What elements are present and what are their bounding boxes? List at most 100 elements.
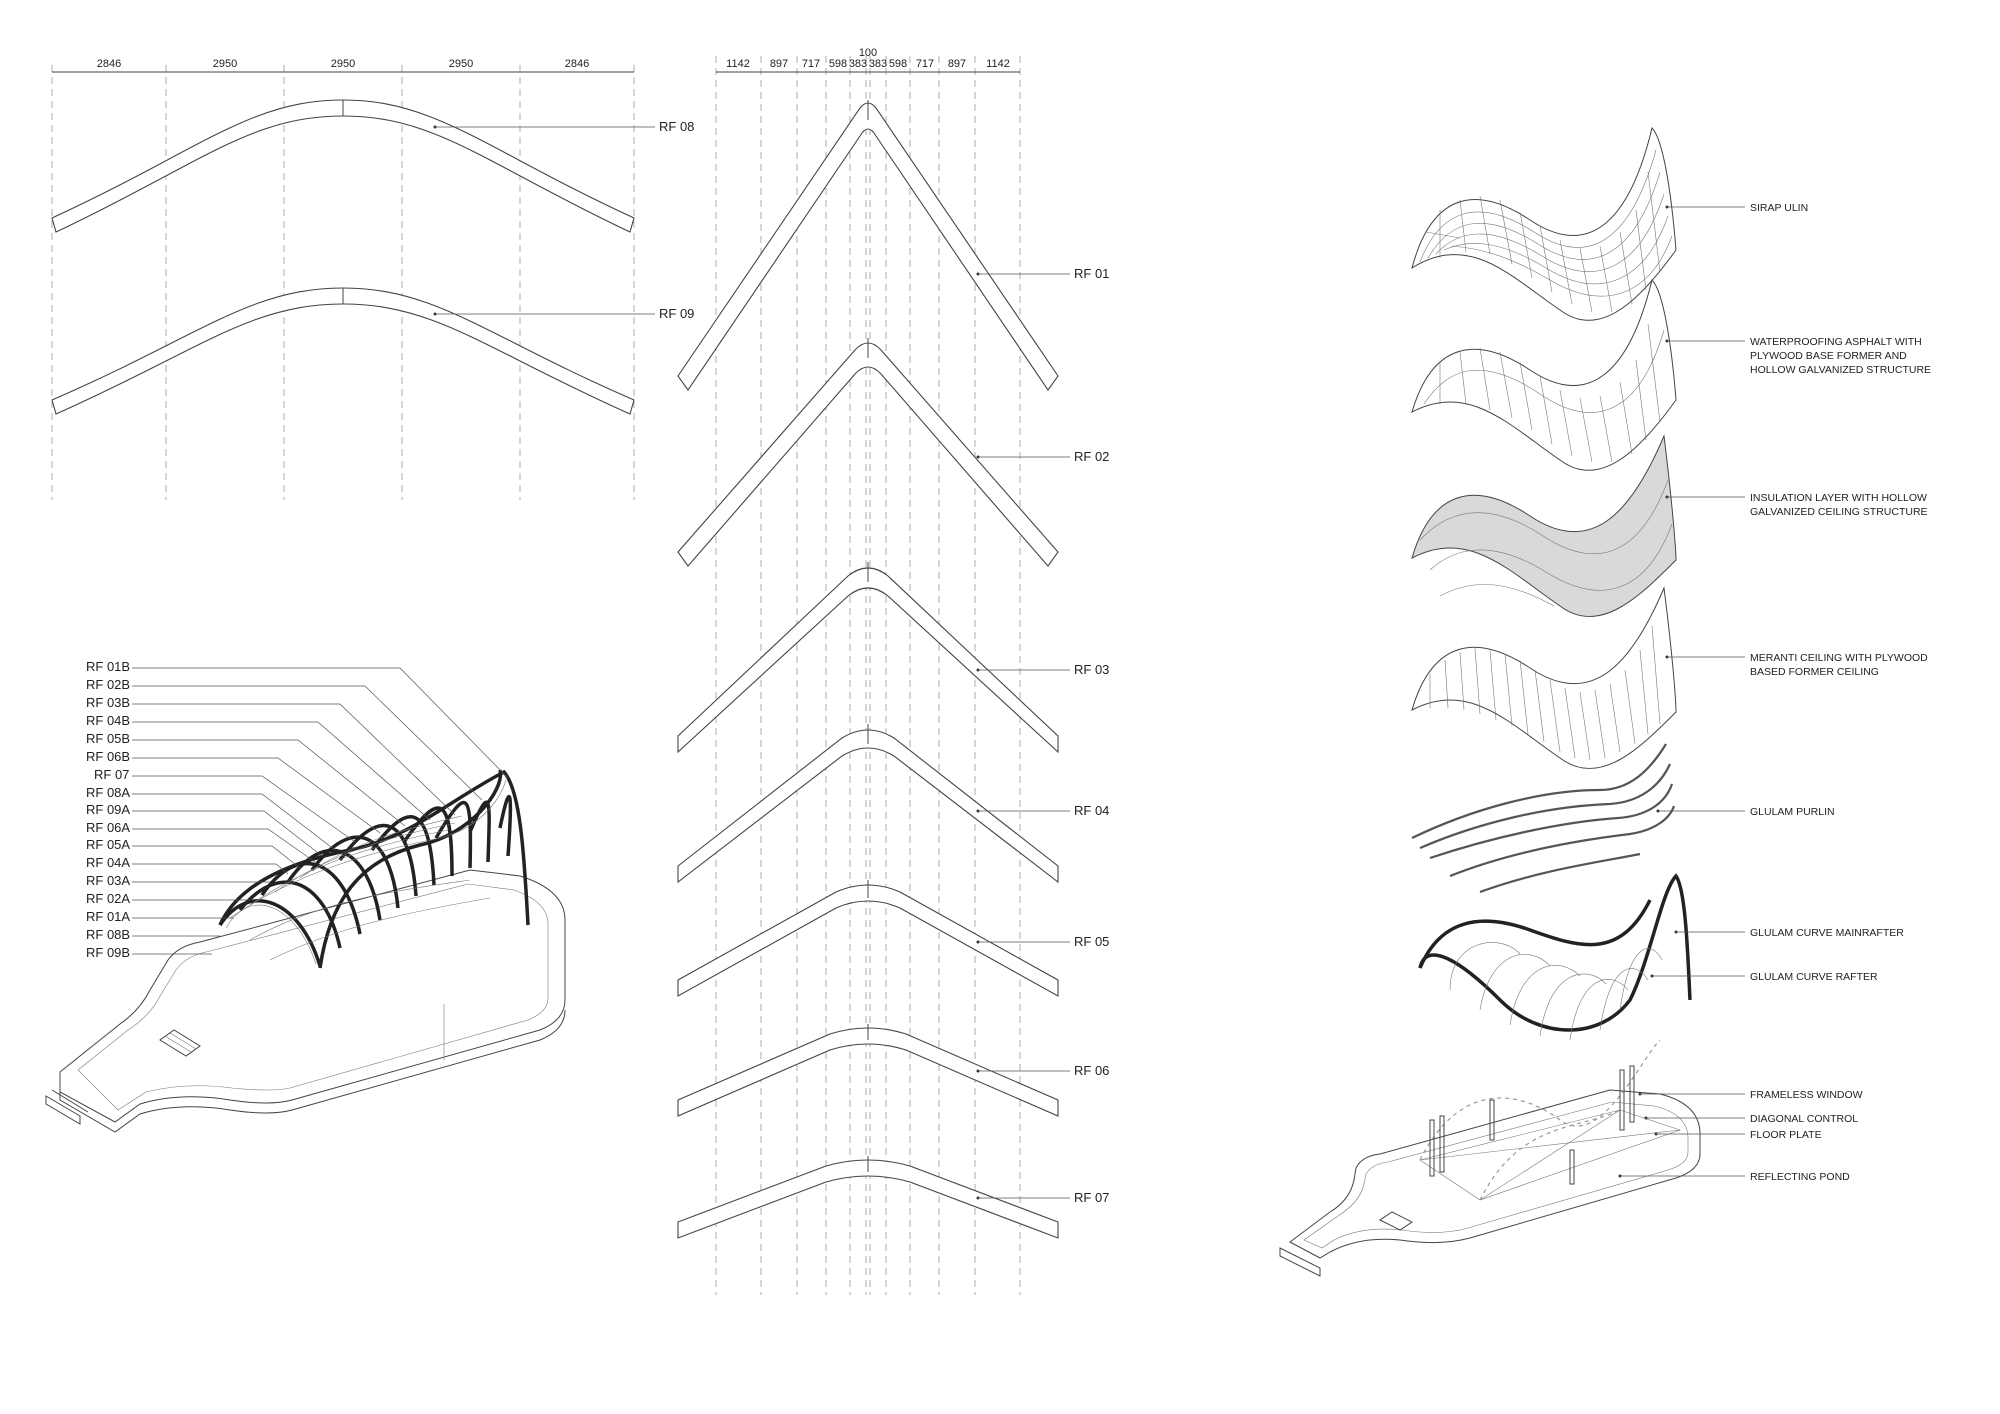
label-reflecting-pond: REFLECTING POND [1750,1171,1850,1183]
axon-item-rf04a: RF 04A [86,855,289,875]
layer-purlin: GLULAM PURLIN [1411,743,1835,894]
axon-item-rf05a: RF 05A [86,837,301,869]
axon-label-rf01a: RF 01A [86,909,130,924]
layer-base: FRAMELESS WINDOW DIAGONAL CONTROL FLOOR … [1279,1039,1863,1277]
exploded-layer-diagram: SIRAP ULIN WATERPROOFING A [1279,127,1931,1277]
label-frameless-window: FRAMELESS WINDOW [1750,1089,1863,1101]
axon-label-rf04a: RF 04A [86,855,130,870]
rib-rf06: RF 06 [677,1024,1109,1117]
axon-item-rf03a: RF 03A [86,873,270,888]
front-dim-6: 383 [869,58,887,70]
rib-rf03: RF 03 [677,562,1109,754]
axon-label-rf01b: RF 01B [86,659,130,674]
side-dim-3: 2950 [331,58,355,70]
rib-rf07: RF 07 [677,1156,1109,1239]
side-dim-2: 2950 [213,58,237,70]
front-dim-2: 897 [770,58,788,70]
base-slab [45,869,566,1133]
label-sirap-ulin: SIRAP ULIN [1750,202,1808,214]
rib-rf02: RF 02 [677,338,1109,567]
label-purlin: GLULAM PURLIN [1750,806,1835,818]
label-floor-plate: FLOOR PLATE [1750,1129,1822,1141]
axon-label-rf02a: RF 02A [86,891,130,906]
label-mainrafter: GLULAM CURVE MAINRAFTER [1750,927,1904,939]
front-dim-1: 1142 [726,58,750,70]
axon-item-rf09a: RF 09A [86,802,323,857]
label-waterproofing-3: HOLLOW GALVANIZED STRUCTURE [1750,364,1931,376]
label-rf03: RF 03 [1074,662,1109,677]
front-dim-8: 717 [916,58,934,70]
axon-label-rf09a: RF 09A [86,802,130,817]
label-rf01: RF 01 [1074,266,1109,281]
front-dimension-line: 100 1142 897 717 598 383 383 598 717 897… [716,47,1020,73]
front-rib-elevation: 100 1142 897 717 598 383 383 598 717 897… [677,47,1109,1295]
side-rib-elevation: 2846 2950 2950 2950 2846 RF 08 RF 09 [51,58,694,500]
axon-item-rf09b: RF 09B [86,945,212,960]
front-dim-4: 598 [829,58,847,70]
front-dim-5: 383 [849,58,867,70]
layer-meranti: MERANTI CEILING WITH PLYWOOD BASED FORME… [1411,586,1928,769]
side-dim-1: 2846 [97,58,121,70]
axon-item-rf08b: RF 08B [86,927,220,942]
rib-rf05: RF 05 [677,880,1109,997]
label-waterproofing-2: PLYWOOD BASE FORMER AND [1750,350,1907,362]
axon-label-rf03a: RF 03A [86,873,130,888]
label-rf05: RF 05 [1074,934,1109,949]
side-dim-4: 2950 [449,58,473,70]
axon-label-list: RF 01B RF 02B RF 03B RF 04B RF 05B RF 06… [86,659,509,960]
front-dim-3: 717 [802,58,820,70]
rib-rf04: RF 04 [677,724,1109,884]
label-meranti-2: BASED FORMER CEILING [1750,666,1879,678]
label-diagonal-control: DIAGONAL CONTROL [1750,1113,1858,1125]
label-meranti-1: MERANTI CEILING WITH PLYWOOD [1750,652,1928,664]
label-rf02: RF 02 [1074,449,1109,464]
axon-label-rf08a: RF 08A [86,785,130,800]
axon-label-rf05a: RF 05A [86,837,130,852]
axon-label-rf08b: RF 08B [86,927,130,942]
axon-item-rf03b: RF 03B [86,695,456,816]
insulation-surface [1411,434,1677,617]
label-rf06: RF 06 [1074,1063,1109,1078]
layer-insulation: INSULATION LAYER WITH HOLLOW GALVANIZED … [1411,434,1928,617]
front-dim-7: 598 [889,58,907,70]
side-dim-5: 2846 [565,58,589,70]
label-waterproofing-1: WATERPROOFING ASPHALT WITH [1750,336,1922,348]
label-rf08: RF 08 [659,119,694,134]
rib-rf09: RF 09 [51,287,694,415]
axon-item-rf06b: RF 06B [86,749,381,834]
axon-label-rf04b: RF 04B [86,713,130,728]
front-dim-10: 1142 [986,58,1010,70]
label-rf09: RF 09 [659,306,694,321]
axon-item-rf02b: RF 02B [86,677,483,801]
axon-item-rf07: RF 07 [94,767,356,843]
axon-item-rf02a: RF 02A [86,891,250,906]
rib-rf01: RF 01 [677,100,1109,391]
axon-label-rf05b: RF 05B [86,731,130,746]
label-rafter: GLULAM CURVE RAFTER [1750,971,1878,983]
axon-item-rf06a: RF 06A [86,820,316,863]
rib-rf08: RF 08 [51,99,694,233]
front-dim-9: 897 [948,58,966,70]
axon-item-rf08a: RF 08A [86,785,336,851]
label-rf04: RF 04 [1074,803,1109,818]
side-grid-lines [51,65,635,500]
side-dimension-line: 2846 2950 2950 2950 2846 [52,58,634,73]
label-rf07: RF 07 [1074,1190,1109,1205]
label-insulation-2: GALVANIZED CEILING STRUCTURE [1750,506,1928,518]
axon-item-rf01a: RF 01A [86,909,234,924]
axon-label-rf02b: RF 02B [86,677,130,692]
axon-label-rf09b: RF 09B [86,945,130,960]
axon-label-rf06b: RF 06B [86,749,130,764]
axon-label-rf03b: RF 03B [86,695,130,710]
rafter-frame [218,769,530,969]
layer-rafters: GLULAM CURVE MAINRAFTER GLULAM CURVE RAF… [1418,873,1904,1041]
axonometric-rafter-view: RF 01B RF 02B RF 03B RF 04B RF 05B RF 06… [45,659,566,1133]
label-insulation-1: INSULATION LAYER WITH HOLLOW [1750,492,1927,504]
layer-waterproofing: WATERPROOFING ASPHALT WITH PLYWOOD BASE … [1411,279,1931,471]
axon-item-rf01b: RF 01B [86,659,509,779]
axon-item-rf05b: RF 05B [86,731,406,827]
axon-item-rf04b: RF 04B [86,713,431,821]
front-dim-top: 100 [859,47,877,59]
axon-label-rf07: RF 07 [94,767,129,782]
